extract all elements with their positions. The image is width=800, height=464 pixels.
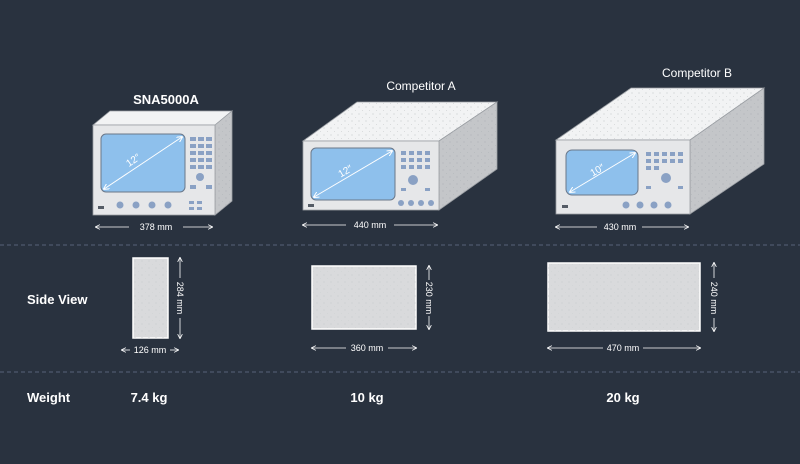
row-label-weight: Weight — [27, 390, 71, 405]
device-sna5000a: SNA5000A 12″ 378 mm — [91, 92, 234, 232]
side-width-label: 126 mm — [134, 345, 167, 355]
device-competitor-b: Competitor B 10″ 430 mm — [554, 66, 766, 232]
ports — [308, 200, 434, 207]
side-height-label: 284 mm — [175, 282, 185, 315]
row-label-side-view: Side View — [27, 292, 88, 307]
side-view-competitor-a: 230 mm 360 mm — [312, 266, 434, 353]
side-view-competitor-b: 240 mm 470 mm — [548, 263, 719, 353]
weight-competitor-b: 20 kg — [606, 390, 639, 405]
product-name-competitor-a: Competitor A — [386, 79, 455, 93]
side-height-label: 240 mm — [709, 282, 719, 315]
weight-sna5000a: 7.4 kg — [131, 390, 168, 405]
ports — [98, 201, 202, 210]
keypad — [401, 151, 430, 191]
width-label: 430 mm — [604, 222, 637, 232]
side-width-label: 360 mm — [351, 343, 384, 353]
keypad — [646, 152, 683, 189]
product-name-sna5000a: SNA5000A — [133, 92, 199, 107]
weight-competitor-a: 10 kg — [350, 390, 383, 405]
side-width-label: 470 mm — [607, 343, 640, 353]
width-label: 378 mm — [140, 222, 173, 232]
product-name-competitor-b: Competitor B — [662, 66, 732, 80]
ports — [562, 201, 672, 209]
device-competitor-a: Competitor A 12″ 440 mm — [301, 79, 499, 230]
side-height-label: 230 mm — [424, 282, 434, 315]
width-label: 440 mm — [354, 220, 387, 230]
side-view-sna5000a: 284 mm 126 mm — [122, 258, 185, 355]
keypad — [190, 137, 212, 189]
